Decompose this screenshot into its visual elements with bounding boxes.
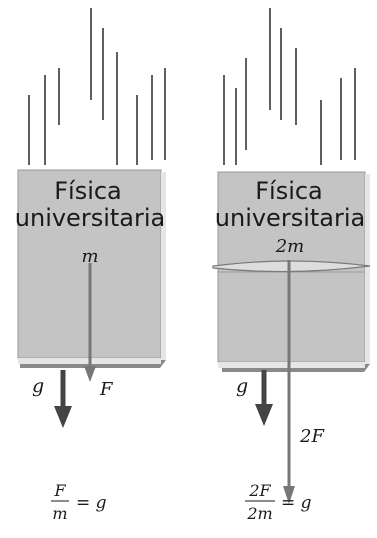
rubber-band [212,260,371,273]
left-eq-rhs: = g [76,493,107,513]
right-mass-label: 2m [275,236,305,257]
right-book-title-line1: Física [255,177,323,205]
left-force-label: F [99,379,114,400]
right-book: Física universitaria 2m [212,171,371,372]
right-equation: 2F 2m = g [245,481,312,523]
right-gravity-label: g [236,375,248,397]
left-equation: F m = g [51,481,107,523]
right-force-arrow [283,260,295,504]
right-gravity-arrow [255,370,273,426]
right-book-title-line2: universitaria [215,204,365,232]
right-eq-denominator: 2m [246,504,272,523]
left-mass-label: m [81,246,98,267]
left-force-arrow [84,263,96,382]
left-gravity-label: g [32,375,44,397]
right-eq-numerator: 2F [248,481,271,500]
left-gravity-arrow [54,370,72,428]
right-force-label: 2F [299,426,325,447]
right-motion-streaks [223,8,356,165]
left-eq-denominator: m [52,504,67,523]
left-book-title-line2: universitaria [15,204,165,232]
left-book-title-line1: Física [54,177,122,205]
right-eq-rhs: = g [281,493,312,513]
left-motion-streaks [28,8,166,165]
left-eq-numerator: F [53,481,66,500]
